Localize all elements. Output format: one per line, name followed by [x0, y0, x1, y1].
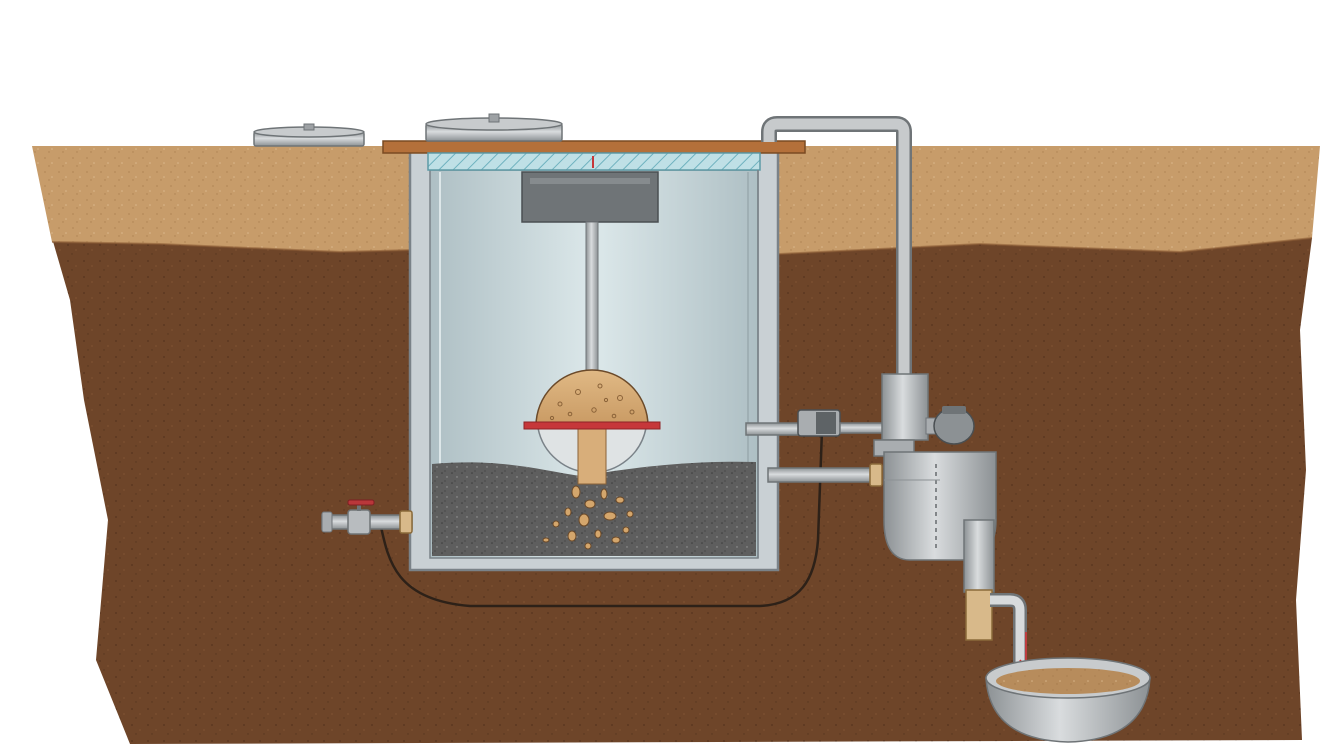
filter-ball	[523, 369, 661, 485]
valve-block	[881, 373, 929, 441]
small-access-cover	[253, 123, 365, 147]
sensor-cable	[378, 429, 824, 608]
filtration-tank	[382, 113, 806, 572]
cyclone-separator	[873, 373, 997, 641]
falling-particles	[542, 485, 634, 550]
valve-handle	[347, 499, 375, 506]
tank-access-cover	[425, 113, 563, 142]
inlet-pipe-lower	[767, 463, 883, 487]
collection-basin	[985, 657, 1151, 743]
filter-core	[577, 427, 607, 485]
brass-coupling	[965, 589, 993, 641]
outlet-pipe-upper	[745, 409, 885, 437]
sediment-texture	[432, 461, 756, 556]
tank-lid-board	[382, 140, 806, 154]
separator-outlet	[963, 519, 995, 593]
drain-valve	[321, 499, 413, 535]
filter-ring	[523, 421, 661, 430]
drive-shaft	[585, 221, 599, 375]
